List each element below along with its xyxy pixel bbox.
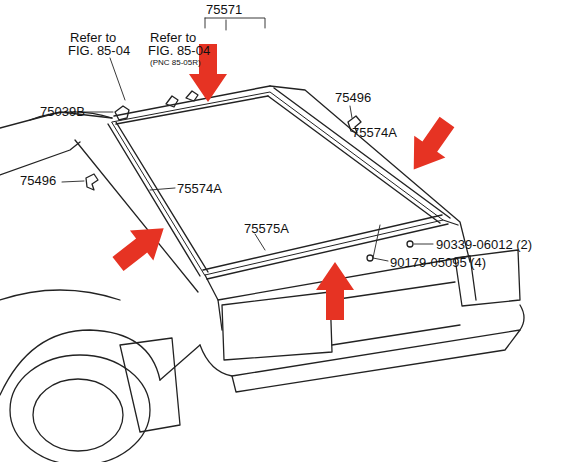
callout-number: Refer to [70,31,116,45]
callout-number: 75571 [206,3,242,17]
callout-number: 75496 [20,174,56,188]
callout-number: 75574A [352,126,397,140]
callout-number: 75575A [244,222,289,236]
callout-number: FIG. 85-04 [148,44,210,58]
callout-number: FIG. 85-04 [68,44,130,58]
callout-number: 75039B [40,105,85,119]
callout-number: (PNC 85-05R) [150,58,201,67]
callout-number: 90179-05095 (4) [390,256,486,270]
callout-number: 90339-06012 (2) [436,238,532,252]
callout-number: Refer to [150,31,196,45]
callout-number: 75574A [177,182,222,196]
callout-number: 75496 [335,91,371,105]
